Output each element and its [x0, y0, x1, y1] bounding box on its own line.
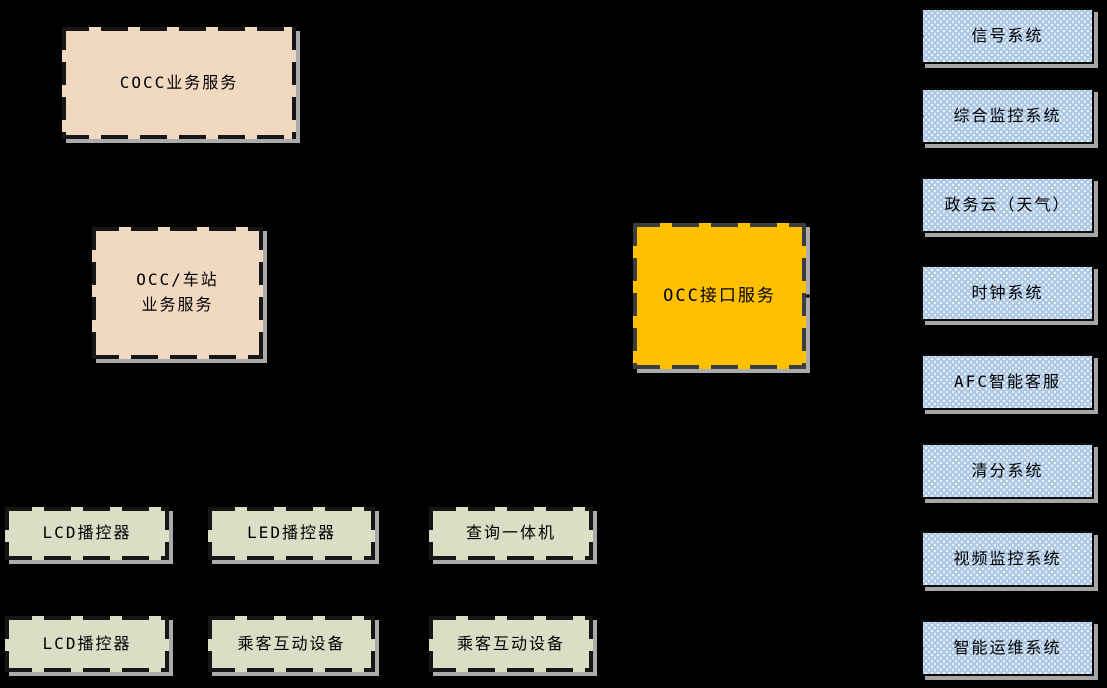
- device-label: 乘客互动设备: [237, 633, 346, 653]
- connector-arrowhead-icon: [915, 30, 924, 42]
- external-system-label: 政务云（天气）: [944, 194, 1071, 214]
- device-label: LED播控器: [247, 523, 336, 543]
- connector-stub-icon: [806, 294, 815, 298]
- external-system-label: AFC智能客服: [954, 371, 1061, 391]
- node-device-passenger-interactive-1: 乘客互动设备: [208, 616, 375, 672]
- node-device-led-controller: LED播控器: [208, 507, 375, 560]
- node-external-system-clearing: 清分系统: [915, 443, 1094, 499]
- node-occ-station-service-label: OCC/车站 业务服务: [136, 270, 219, 314]
- node-external-system-gov-cloud: 政务云（天气）: [915, 177, 1094, 233]
- node-device-lcd-controller-1: LCD播控器: [5, 507, 169, 560]
- node-external-system-signal: 信号系统: [915, 8, 1094, 64]
- node-device-passenger-interactive-2: 乘客互动设备: [429, 616, 593, 672]
- node-device-query-kiosk: 查询一体机: [429, 507, 593, 560]
- connector-arrowhead-icon: [915, 553, 924, 565]
- node-external-system-afc: AFC智能客服: [915, 354, 1094, 410]
- node-external-system-iscs: 综合监控系统: [915, 88, 1094, 144]
- external-system-label: 综合监控系统: [953, 105, 1062, 125]
- external-system-label: 时钟系统: [971, 282, 1044, 302]
- node-device-lcd-controller-2: LCD播控器: [5, 616, 169, 672]
- node-occ-interface-service: OCC接口服务: [633, 223, 815, 369]
- connector-arrowhead-icon: [915, 642, 924, 654]
- device-label: LCD播控器: [42, 523, 132, 543]
- connector-arrowhead-icon: [915, 465, 924, 477]
- connector-arrowhead-icon: [915, 110, 924, 122]
- external-system-label: 信号系统: [971, 25, 1044, 45]
- node-external-system-cctv: 视频监控系统: [915, 531, 1094, 587]
- connector-arrowhead-icon: [915, 199, 924, 211]
- node-occ-station-service: OCC/车站 业务服务: [92, 227, 263, 359]
- external-system-label: 清分系统: [971, 460, 1044, 480]
- node-cocc-service: COCC业务服务: [62, 27, 296, 139]
- connector-arrowhead-icon: [915, 376, 924, 388]
- node-cocc-service-label: COCC业务服务: [119, 72, 239, 92]
- node-external-system-maintenance: 智能运维系统: [915, 620, 1094, 676]
- device-label: LCD播控器: [42, 633, 132, 653]
- connector-arrowhead-icon: [915, 287, 924, 299]
- external-system-label: 视频监控系统: [953, 548, 1062, 568]
- device-label: 查询一体机: [465, 523, 556, 543]
- node-occ-interface-service-label: OCC接口服务: [663, 285, 776, 306]
- external-system-label: 智能运维系统: [953, 637, 1062, 657]
- device-label: 乘客互动设备: [456, 633, 565, 653]
- node-external-system-clock: 时钟系统: [915, 265, 1094, 321]
